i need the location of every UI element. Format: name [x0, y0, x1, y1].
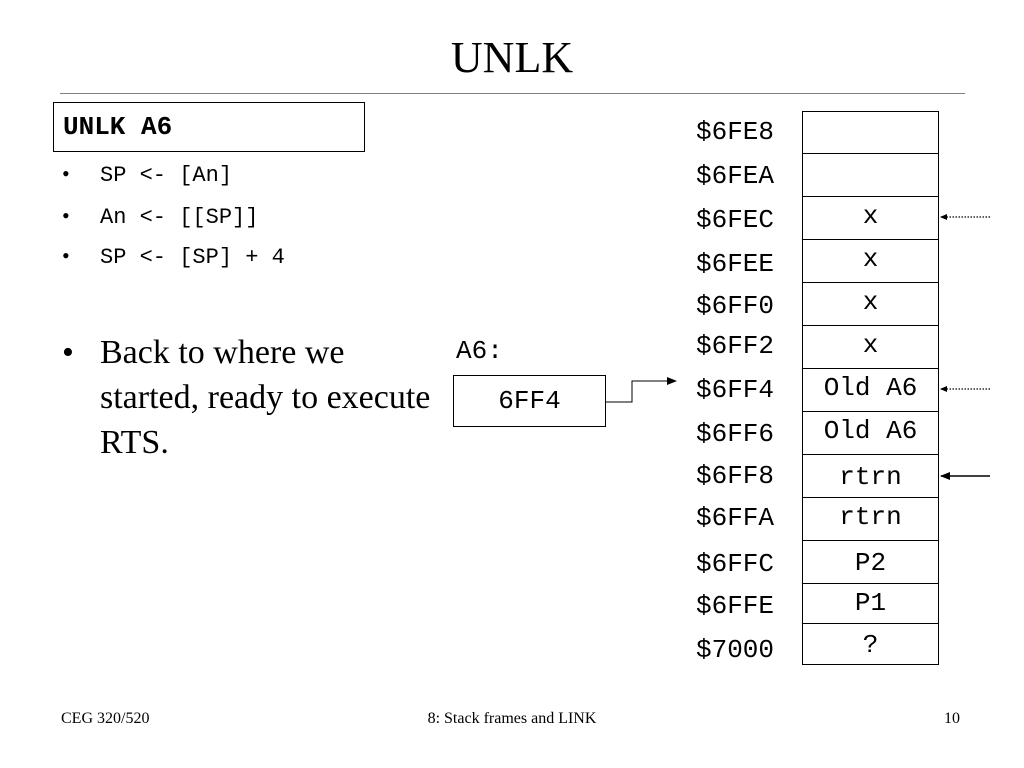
- bullet-icon: •: [62, 161, 70, 186]
- instruction-text: UNLK A6: [63, 112, 173, 142]
- stack-address: $6FF8: [696, 461, 775, 491]
- stack-cell: ?: [802, 623, 939, 665]
- footer-left: CEG 320/520: [61, 710, 150, 727]
- bullet-icon: •: [62, 243, 70, 268]
- stack-address: $6FFE: [696, 591, 775, 621]
- stack-address: $6FEE: [696, 249, 775, 279]
- stack-address: $6FF2: [696, 331, 775, 361]
- stack-cell: rtrn: [802, 454, 939, 498]
- stack-address: $6FFA: [696, 503, 775, 533]
- instruction-box: UNLK A6: [53, 102, 365, 152]
- stack-address: $6FFC: [696, 549, 775, 579]
- stack-address: $6FF4: [696, 375, 775, 405]
- stack-address: $6FE8: [696, 117, 775, 147]
- slide-title: UNLK: [450, 33, 574, 82]
- slide-number: 10: [944, 710, 960, 727]
- note-text: Back to where we started, ready to execu…: [100, 334, 431, 461]
- register-pointer-arrow: [606, 377, 677, 403]
- stack-cell: Old A6: [802, 368, 939, 412]
- stack-address: $7000: [696, 635, 775, 665]
- operation-item: • An <- [[SP]]: [62, 203, 258, 231]
- stack-address: $6FF0: [696, 291, 775, 321]
- operation-text: SP <- [An]: [100, 163, 233, 188]
- operation-text: An <- [[SP]]: [100, 205, 259, 230]
- register-label: A6:: [456, 336, 503, 366]
- operation-item: • SP <- [An]: [62, 161, 232, 189]
- bullet-icon: •: [62, 203, 70, 228]
- register-value-box: 6FF4: [453, 375, 606, 427]
- stack-address: $6FEA: [696, 161, 775, 191]
- stack-address: $6FF6: [696, 419, 775, 449]
- operation-item: • SP <- [SP] + 4: [62, 243, 285, 271]
- operation-text: SP <- [SP] + 4: [100, 245, 285, 270]
- title-divider: [60, 93, 965, 94]
- footer-center: 8: Stack frames and LINK: [427, 710, 597, 727]
- bullet-icon: •: [62, 334, 74, 371]
- stack-address: $6FEC: [696, 205, 775, 235]
